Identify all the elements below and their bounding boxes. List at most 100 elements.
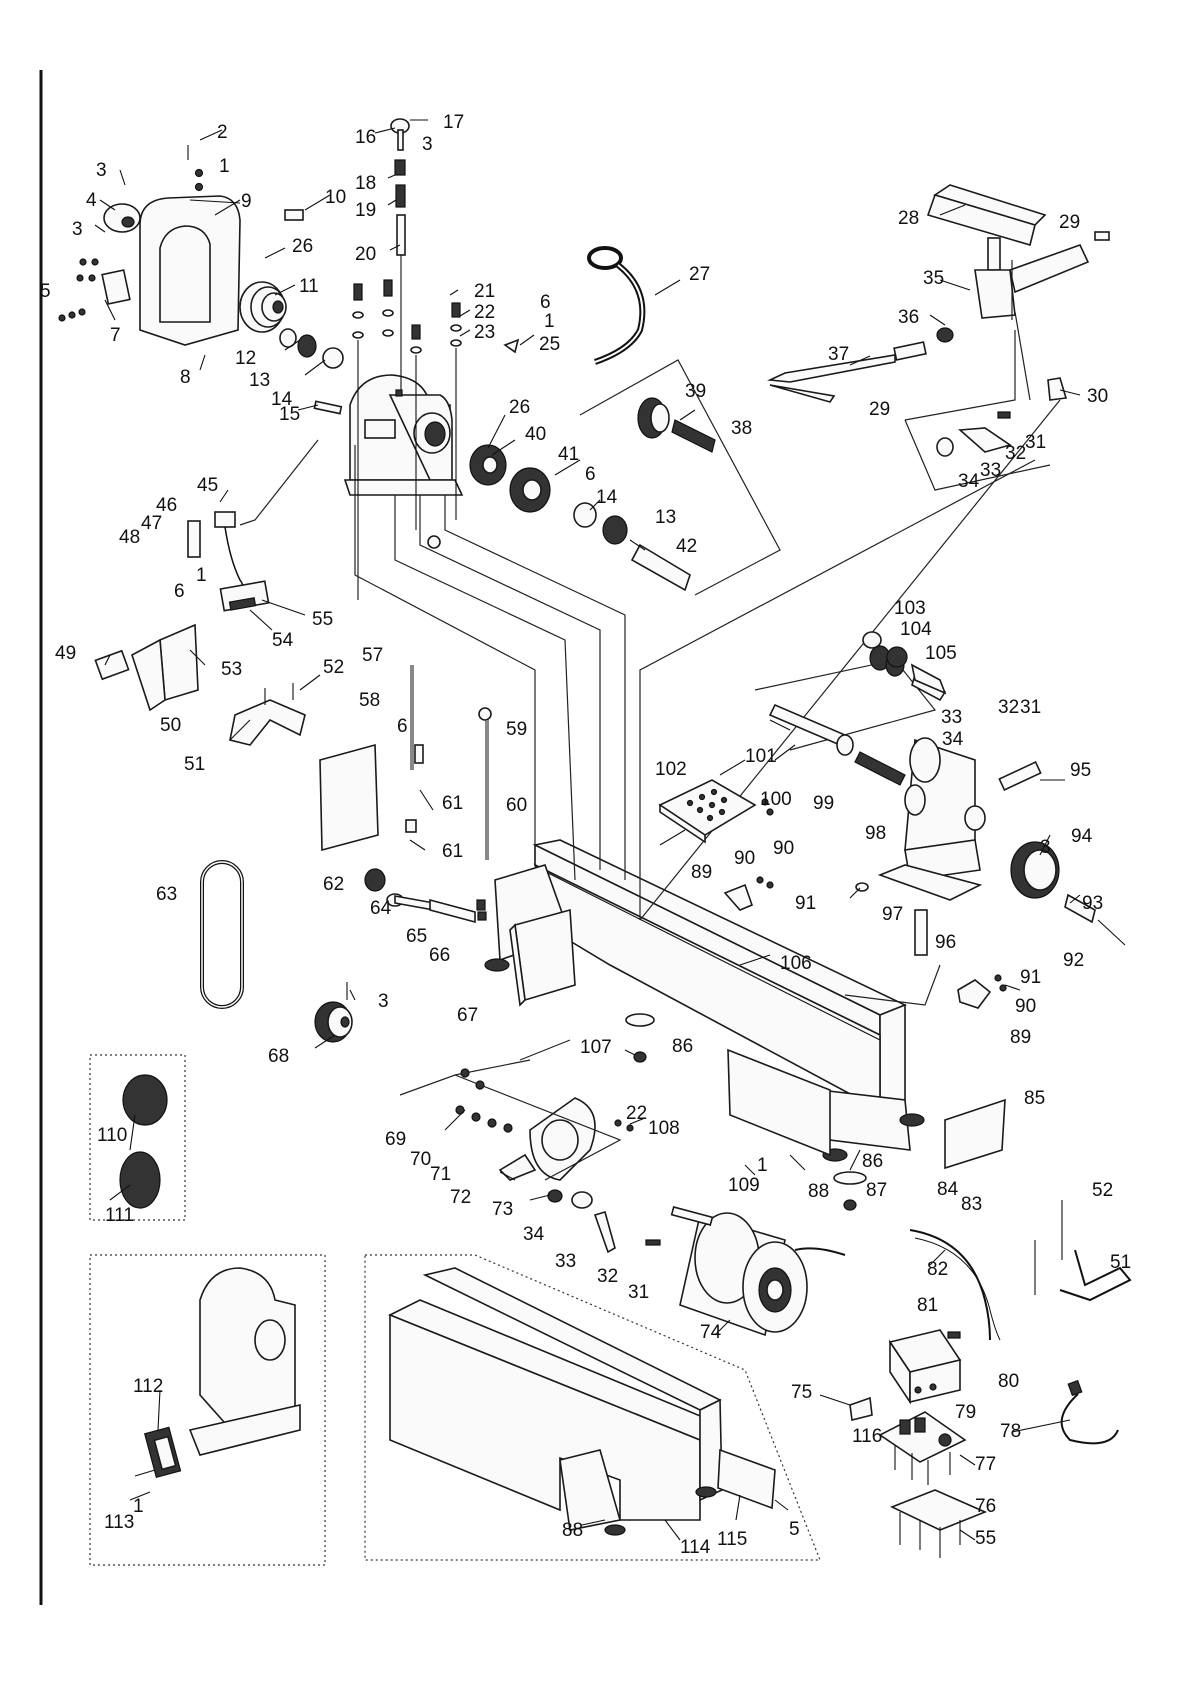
part-label: 14 (596, 487, 618, 508)
part-label: 79 (955, 1402, 976, 1423)
part-label: 95 (1070, 760, 1091, 781)
part-label: 88 (808, 1181, 829, 1202)
part-label: 86 (862, 1151, 883, 1172)
switch-assembly (94, 439, 319, 712)
part-label: 31 (1020, 697, 1041, 718)
part-label: 39 (685, 381, 706, 402)
cable-82 (909, 1229, 1001, 1341)
part-label: 116 (852, 1426, 882, 1447)
part-label: 93 (1082, 893, 1103, 914)
part-label: 6 (585, 464, 596, 485)
part-label: 33 (980, 460, 1001, 481)
part-label: 102 (655, 759, 687, 780)
part-label: 41 (558, 444, 579, 465)
part-label: 109 (728, 1175, 760, 1196)
spindle-assembly-outline (469, 359, 781, 596)
drive-belt-63 (200, 860, 244, 1009)
part-label: 46 (156, 495, 177, 516)
pulley-insets-110-111 (89, 1054, 186, 1221)
part-label: 71 (430, 1164, 451, 1185)
part-label: 84 (937, 1179, 959, 1200)
part-label: 26 (509, 397, 530, 418)
part-label: 2 (217, 122, 228, 143)
base-plate-76 (890, 1489, 988, 1558)
spindle-pulley (239, 281, 287, 333)
misc-fasteners (364, 535, 1007, 1211)
part-label: 92 (1063, 950, 1084, 971)
retaining-ring-14 (322, 347, 344, 369)
part-label: 8 (180, 367, 191, 388)
part-label: 6 (174, 581, 185, 602)
hardware-21-23 (352, 279, 520, 600)
part-label: 21 (474, 281, 495, 302)
part-label: 105 (925, 643, 957, 664)
part-label: 62 (323, 874, 344, 895)
part-label: 81 (917, 1295, 938, 1316)
cam-clamp-89 (723, 883, 992, 1009)
part-label: 53 (221, 659, 242, 680)
part-label: 51 (184, 754, 205, 775)
motor-pulley-68 (314, 982, 353, 1043)
part-label: 31 (628, 1282, 649, 1303)
part-label: 60 (506, 795, 527, 816)
assembly-leader-lines (354, 399, 1061, 921)
part-label: 37 (828, 344, 849, 365)
part-label: 3 (72, 219, 83, 240)
part-label: 31 (1025, 432, 1046, 453)
part-label: 30 (1087, 386, 1108, 407)
part-label: 68 (268, 1046, 289, 1067)
part-label: 55 (312, 609, 333, 630)
outrigger-rod-57-61 (319, 665, 492, 860)
part-label: 52 (323, 657, 344, 678)
part-label: 19 (355, 200, 376, 221)
inset-headstock (89, 1254, 326, 1566)
part-label: 74 (700, 1322, 722, 1343)
part-label: 12 (235, 348, 256, 369)
part-label: 90 (773, 838, 794, 859)
part-label: 83 (961, 1194, 982, 1215)
part-label: 1 (196, 565, 207, 586)
part-label: 97 (882, 904, 903, 925)
bed-rear-leg-88 (727, 1048, 831, 1157)
part-label: 13 (655, 507, 676, 528)
part-label: 67 (457, 1005, 478, 1026)
part-label: 58 (359, 690, 380, 711)
part-label: 107 (580, 1037, 612, 1058)
handle-37 (767, 341, 927, 403)
part-label: 113 (104, 1512, 134, 1533)
part-label: 3 (378, 991, 389, 1012)
part-label: 94 (1071, 826, 1093, 847)
part-label: 101 (745, 746, 777, 767)
part-label: 6 (397, 716, 408, 737)
part-label: 59 (506, 719, 527, 740)
part-label: 96 (935, 932, 956, 953)
part-label: 33 (555, 1251, 576, 1272)
part-label: 48 (119, 527, 140, 548)
part-label: 64 (370, 898, 392, 919)
part-label: 34 (958, 471, 980, 492)
part-label: 38 (731, 418, 752, 439)
part-label: 91 (795, 893, 816, 914)
part-label: 106 (780, 953, 812, 974)
part-label: 51 (1110, 1252, 1131, 1273)
part-label: 36 (898, 307, 919, 328)
mounting-bracket-7 (58, 258, 131, 322)
part-label: 7 (110, 325, 121, 346)
part-label: 11 (299, 276, 319, 297)
motor-mount-plate (399, 1039, 634, 1181)
part-label: 27 (689, 264, 710, 285)
part-label: 103 (894, 598, 926, 619)
part-label: 34 (942, 729, 964, 750)
part-label: 78 (1000, 1421, 1021, 1442)
lock-handle-33-34 (547, 1189, 661, 1254)
part-label: 14 (271, 389, 293, 410)
part-label: 75 (791, 1382, 812, 1403)
part-label: 22 (474, 302, 495, 323)
part-label: 49 (55, 643, 76, 664)
part-label: 23 (474, 322, 495, 343)
spindle-lock-16-20 (390, 118, 410, 390)
part-label: 73 (492, 1199, 513, 1220)
part-label: 15 (279, 404, 300, 425)
